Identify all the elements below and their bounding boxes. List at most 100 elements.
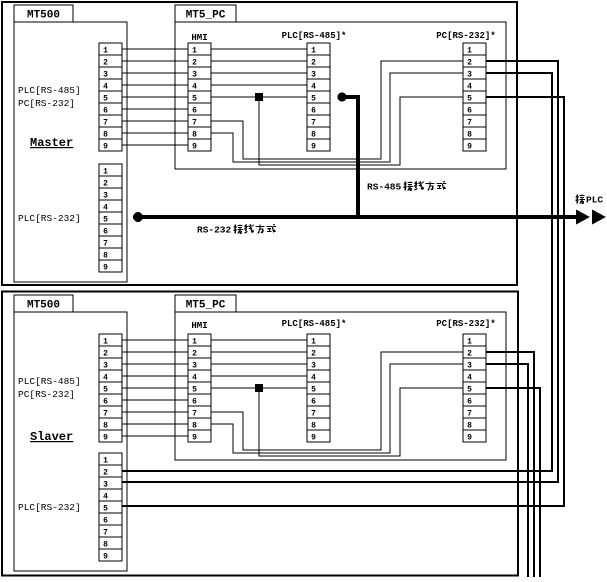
svg-text:4: 4 xyxy=(103,374,108,383)
svg-text:8: 8 xyxy=(103,541,108,550)
svg-text:8: 8 xyxy=(192,131,197,140)
svg-text:3: 3 xyxy=(103,192,108,201)
svg-text:1: 1 xyxy=(103,168,108,177)
svg-text:Slaver: Slaver xyxy=(30,430,73,444)
svg-text:5: 5 xyxy=(311,95,316,104)
svg-text:2: 2 xyxy=(311,350,316,359)
svg-text:3: 3 xyxy=(103,71,108,80)
svg-text:2: 2 xyxy=(103,180,108,189)
svg-text:4: 4 xyxy=(467,83,472,92)
svg-text:HMI: HMI xyxy=(191,321,207,331)
svg-text:9: 9 xyxy=(192,143,197,152)
svg-text:7: 7 xyxy=(103,119,108,128)
svg-text:PLC[RS-485]*: PLC[RS-485]* xyxy=(282,319,347,329)
svg-text:3: 3 xyxy=(192,362,197,371)
svg-text:7: 7 xyxy=(311,410,316,419)
svg-text:5: 5 xyxy=(103,386,108,395)
svg-text:1: 1 xyxy=(311,47,316,56)
svg-text:6: 6 xyxy=(103,398,108,407)
svg-text:MT5_PC: MT5_PC xyxy=(186,300,226,312)
svg-text:9: 9 xyxy=(311,143,316,152)
svg-text:8: 8 xyxy=(103,252,108,261)
svg-text:9: 9 xyxy=(103,553,108,562)
svg-text:5: 5 xyxy=(103,216,108,225)
svg-text:HMI: HMI xyxy=(191,33,207,43)
svg-text:5: 5 xyxy=(103,505,108,514)
svg-text:6: 6 xyxy=(103,228,108,237)
svg-text:7: 7 xyxy=(467,119,472,128)
svg-text:PLC[RS-232]: PLC[RS-232] xyxy=(18,213,81,224)
svg-text:PLC[RS-485]: PLC[RS-485] xyxy=(18,376,81,387)
svg-text:8: 8 xyxy=(311,422,316,431)
svg-text:8: 8 xyxy=(311,131,316,140)
svg-text:MT5_PC: MT5_PC xyxy=(186,10,226,22)
svg-text:8: 8 xyxy=(103,422,108,431)
svg-text:7: 7 xyxy=(103,410,108,419)
svg-text:PLC[RS-485]: PLC[RS-485] xyxy=(18,85,81,96)
svg-text:6: 6 xyxy=(192,107,197,116)
svg-text:9: 9 xyxy=(103,434,108,443)
svg-text:2: 2 xyxy=(192,350,197,359)
svg-text:PC[RS-232]*: PC[RS-232]* xyxy=(436,319,495,329)
svg-text:9: 9 xyxy=(467,143,472,152)
svg-text:5: 5 xyxy=(467,386,472,395)
svg-text:7: 7 xyxy=(103,529,108,538)
svg-text:7: 7 xyxy=(311,119,316,128)
svg-text:PC[RS-232]*: PC[RS-232]* xyxy=(436,31,495,41)
svg-text:4: 4 xyxy=(311,83,316,92)
svg-text:2: 2 xyxy=(311,59,316,68)
svg-text:3: 3 xyxy=(103,481,108,490)
svg-text:8: 8 xyxy=(467,131,472,140)
svg-text:RS-485: RS-485 xyxy=(367,182,402,193)
svg-text:7: 7 xyxy=(192,119,197,128)
svg-text:1: 1 xyxy=(103,338,108,347)
svg-text:1: 1 xyxy=(467,47,472,56)
svg-text:9: 9 xyxy=(192,434,197,443)
svg-text:6: 6 xyxy=(192,398,197,407)
svg-text:1: 1 xyxy=(467,338,472,347)
svg-text:8: 8 xyxy=(192,422,197,431)
svg-text:4: 4 xyxy=(467,374,472,383)
svg-text:1: 1 xyxy=(192,338,197,347)
svg-text:3: 3 xyxy=(467,71,472,80)
svg-text:4: 4 xyxy=(103,204,108,213)
svg-text:4: 4 xyxy=(192,374,197,383)
svg-text:2: 2 xyxy=(467,59,472,68)
svg-text:5: 5 xyxy=(192,386,197,395)
svg-text:4: 4 xyxy=(103,83,108,92)
svg-text:7: 7 xyxy=(467,410,472,419)
svg-text:9: 9 xyxy=(467,434,472,443)
svg-text:3: 3 xyxy=(311,362,316,371)
svg-text:MT500: MT500 xyxy=(27,10,60,22)
svg-text:3: 3 xyxy=(192,71,197,80)
svg-text:4: 4 xyxy=(311,374,316,383)
svg-text:2: 2 xyxy=(467,350,472,359)
svg-text:2: 2 xyxy=(103,350,108,359)
svg-text:6: 6 xyxy=(311,398,316,407)
svg-text:4: 4 xyxy=(192,83,197,92)
svg-text:7: 7 xyxy=(192,410,197,419)
svg-text:8: 8 xyxy=(103,131,108,140)
svg-text:2: 2 xyxy=(103,469,108,478)
svg-text:1: 1 xyxy=(192,47,197,56)
svg-text:9: 9 xyxy=(311,434,316,443)
svg-text:1: 1 xyxy=(103,457,108,466)
svg-text:MT500: MT500 xyxy=(27,300,60,312)
svg-text:9: 9 xyxy=(103,143,108,152)
svg-text:4: 4 xyxy=(103,493,108,502)
svg-text:1: 1 xyxy=(311,338,316,347)
svg-text:6: 6 xyxy=(467,107,472,116)
svg-text:3: 3 xyxy=(103,362,108,371)
svg-text:PC[RS-232]: PC[RS-232] xyxy=(18,98,75,109)
svg-text:5: 5 xyxy=(311,386,316,395)
svg-text:3: 3 xyxy=(311,71,316,80)
svg-text:2: 2 xyxy=(192,59,197,68)
svg-text:1: 1 xyxy=(103,47,108,56)
svg-text:RS-232: RS-232 xyxy=(197,225,232,236)
svg-text:2: 2 xyxy=(103,59,108,68)
svg-text:5: 5 xyxy=(192,95,197,104)
svg-text:3: 3 xyxy=(467,362,472,371)
svg-text:5: 5 xyxy=(467,95,472,104)
svg-text:PLC[RS-232]: PLC[RS-232] xyxy=(18,502,81,513)
svg-text:PLC[RS-485]*: PLC[RS-485]* xyxy=(282,31,347,41)
